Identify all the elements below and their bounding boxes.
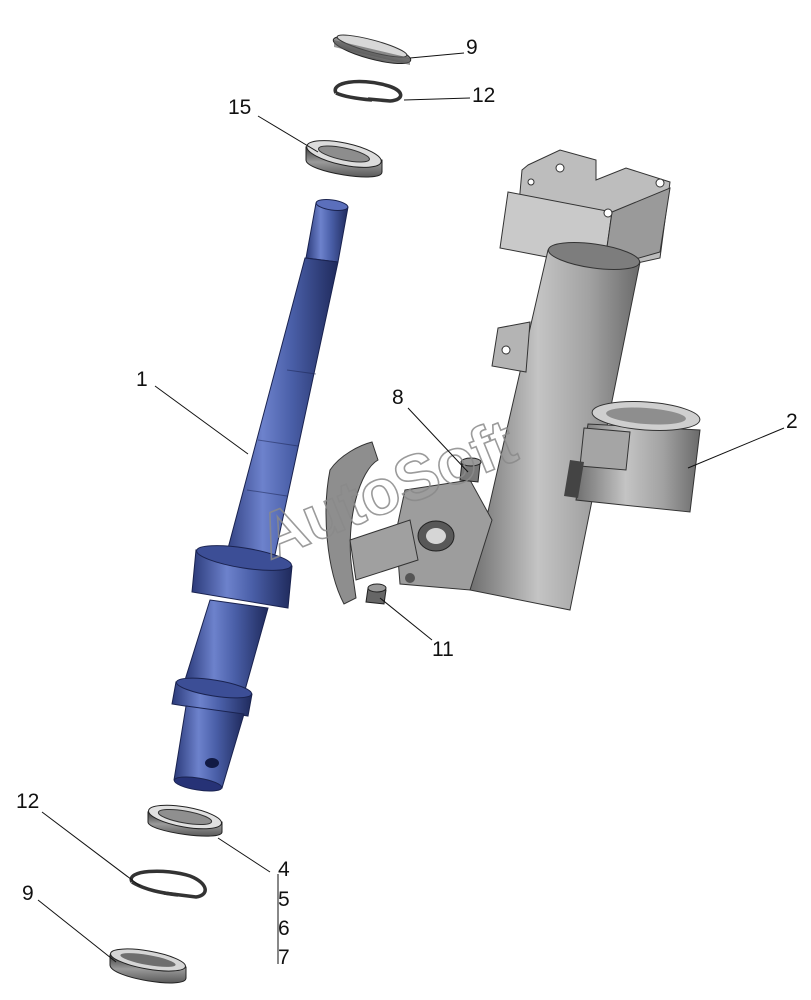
tilt-lever-segment bbox=[325, 441, 419, 605]
leader-15 bbox=[257, 115, 319, 153]
callout-11: 11 bbox=[432, 638, 454, 661]
leader-9-bottom bbox=[37, 899, 117, 963]
callout-1: 1 bbox=[136, 368, 148, 391]
part-2-column-housing bbox=[395, 149, 701, 611]
callout-9-bottom: 9 bbox=[22, 882, 34, 905]
callout-5: 5 bbox=[278, 888, 290, 911]
part-15-bearing bbox=[305, 140, 383, 178]
part-9-top-ring bbox=[332, 34, 412, 65]
part-1-steering-shaft bbox=[171, 199, 349, 792]
leader-2 bbox=[687, 427, 785, 469]
callout-4: 4 bbox=[278, 858, 290, 881]
part-12-bottom-circlip bbox=[129, 869, 207, 899]
callout-15: 15 bbox=[228, 96, 251, 119]
leader-4 bbox=[217, 837, 271, 873]
callout-12-bottom: 12 bbox=[16, 790, 39, 813]
callout-labels: 9 12 15 1 8 2 11 12 9 4 5 6 7 bbox=[16, 36, 798, 969]
part-4-bottom-bearing bbox=[147, 804, 223, 837]
callout-6: 6 bbox=[278, 917, 290, 940]
leader-8 bbox=[407, 407, 469, 473]
leader-9-top bbox=[409, 52, 465, 59]
callout-2: 2 bbox=[786, 410, 798, 433]
leader-lines bbox=[37, 52, 785, 964]
callout-12-top: 12 bbox=[472, 84, 495, 107]
callout-8: 8 bbox=[392, 386, 404, 409]
leader-11 bbox=[379, 597, 433, 641]
part-8-bolt bbox=[459, 457, 482, 483]
leader-1 bbox=[154, 385, 249, 455]
callout-9-top: 9 bbox=[466, 36, 478, 59]
part-9-bottom-ring bbox=[109, 948, 187, 984]
part-12-top-circlip bbox=[333, 79, 403, 103]
part-11-screw bbox=[365, 583, 387, 605]
callout-7: 7 bbox=[278, 946, 290, 969]
leader-12-bottom bbox=[41, 811, 141, 887]
leader-12-top bbox=[403, 97, 471, 101]
